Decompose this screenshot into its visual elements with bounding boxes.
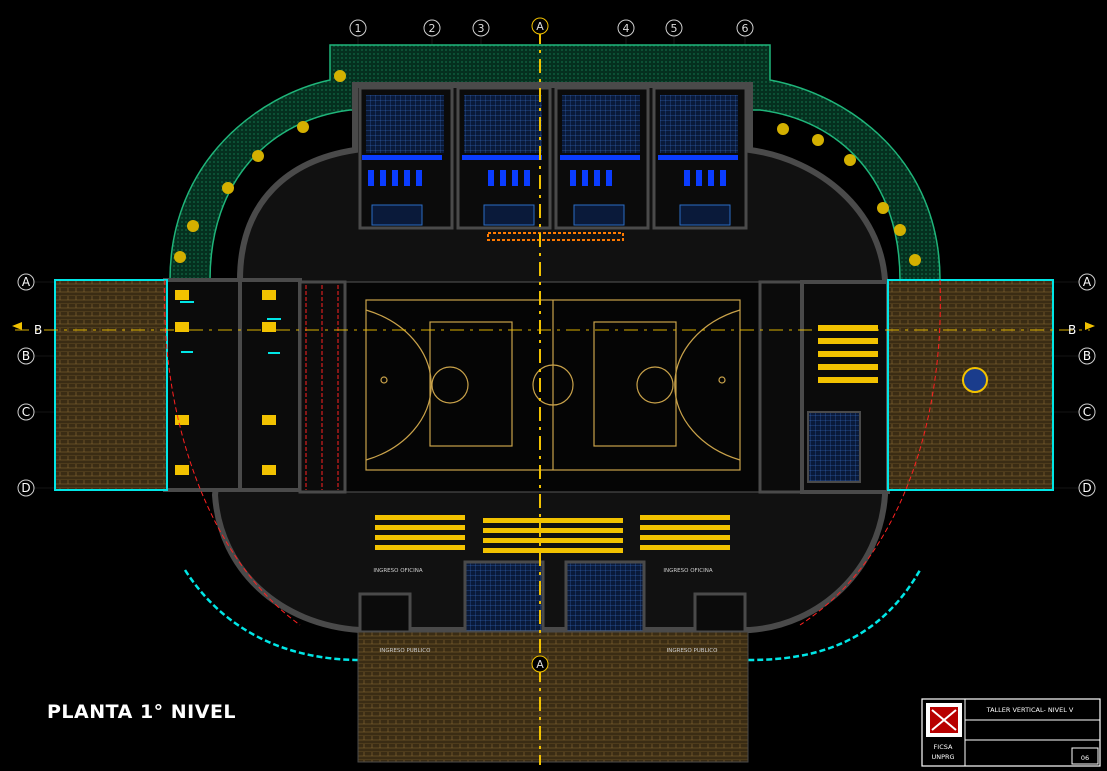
column-axis-label: 3 (478, 22, 485, 35)
plan-title: PLANTA 1° NIVEL (47, 701, 237, 723)
bottom-plaza (357, 631, 749, 763)
entrance-offices-left: INGRESO OFICINA (373, 568, 423, 574)
section-mark-left: B (34, 323, 42, 337)
left-plaza (54, 279, 168, 491)
bottom-restrooms (358, 560, 747, 634)
title-block-sheet: 06 (1081, 754, 1089, 762)
row-axis-label: B (22, 349, 30, 363)
logo-emblem (962, 367, 988, 393)
row-axis-label: D (21, 481, 30, 495)
title-block-school: FICSA (934, 743, 953, 751)
section-mark-bottom: A (536, 658, 544, 671)
entrance-offices-right: INGRESO OFICINA (663, 568, 713, 574)
title-block-project: TALLER VERTICAL- NIVEL V (986, 706, 1074, 714)
palm-trees (174, 70, 921, 266)
column-axis-label: 5 (671, 22, 678, 35)
row-axis-label: B (1083, 349, 1091, 363)
bottom-stands (375, 515, 730, 553)
left-wing (163, 278, 347, 494)
section-mark-top: A (536, 20, 544, 33)
section-mark-right: B (1068, 323, 1076, 337)
entrance-public-left: INGRESO PUBLICO (380, 648, 432, 654)
row-axis-label: C (22, 405, 30, 419)
column-axis-label: 1 (355, 22, 362, 35)
title-block: TALLER VERTICAL- NIVEL V FICSA UNPRG 06 (921, 698, 1101, 767)
column-axes: 1 2 3 A 4 5 6 (349, 17, 754, 37)
section-marks: B B A (12, 322, 1095, 673)
entrance-public-right: INGRESO PUBLICO (667, 648, 719, 654)
row-axis-label: A (22, 275, 31, 289)
column-axis-label: 4 (623, 22, 630, 35)
row-axis-label: C (1083, 405, 1091, 419)
basketball-court (344, 281, 761, 493)
entrance-labels: INGRESO OFICINA INGRESO OFICINA INGRESO … (373, 568, 718, 654)
changing-rooms (358, 86, 748, 241)
column-axis-label: 2 (429, 22, 436, 35)
row-axes: A B C D A B C D (17, 273, 1096, 497)
title-block-university: UNPRG (931, 753, 954, 761)
row-axis-label: A (1083, 275, 1092, 289)
row-axis-label: D (1082, 481, 1091, 495)
right-wing (758, 280, 890, 494)
column-axis-label: 6 (742, 22, 749, 35)
